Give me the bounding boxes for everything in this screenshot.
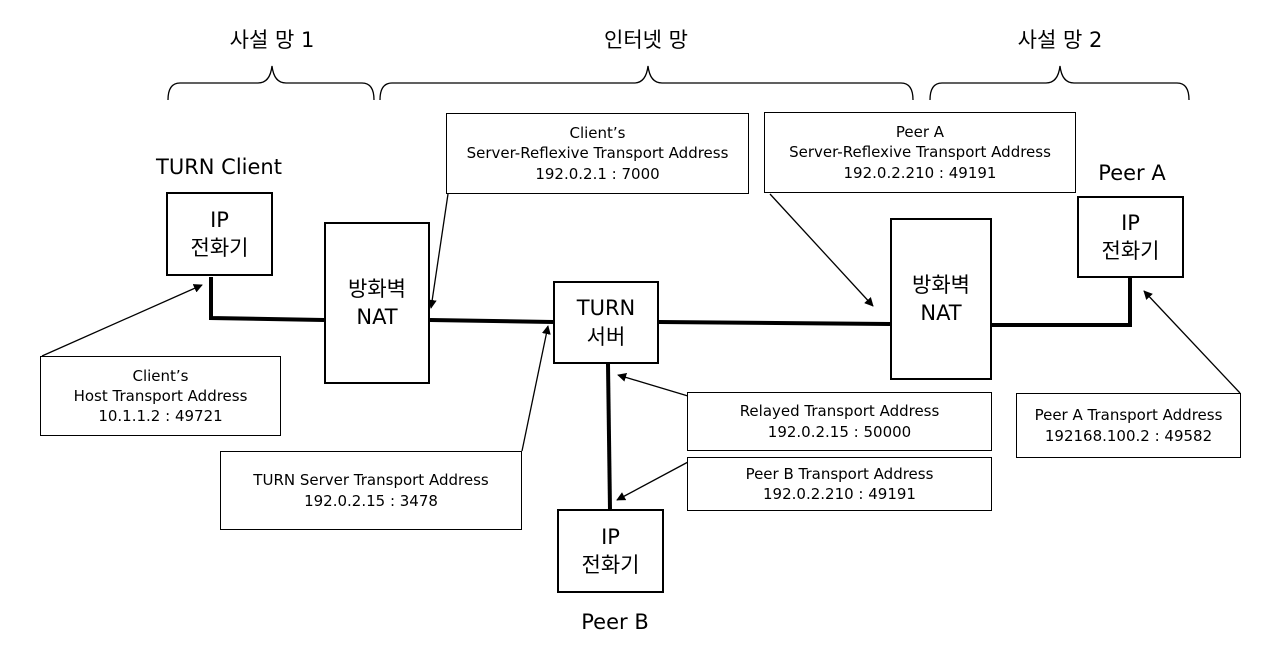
address-line-1: Client’s [132, 366, 189, 385]
turn-client-label: TURN Client [156, 155, 282, 179]
node-line-1: 방화벽 [348, 276, 406, 301]
region-label-internet: 인터넷 망 [604, 28, 688, 52]
address-line-1: Peer A [895, 123, 945, 142]
address-line-2: Host Transport Address [73, 386, 248, 405]
region-label-private-1: 사설 망 1 [229, 28, 315, 52]
node-line-2: NAT [920, 301, 962, 325]
address-line-1: Client’s [569, 124, 626, 143]
address-line-2: Server-Reflexive Transport Address [466, 144, 729, 163]
arrow-peer-a-address [1143, 290, 1241, 394]
node-line-2: 서버 [586, 324, 626, 349]
address-line-1: Peer B Transport Address [745, 464, 934, 483]
turn-server: TURN 서버 [553, 281, 659, 364]
turn-server-address-box: TURN Server Transport Address 192.0.2.15… [220, 451, 522, 530]
node-line-1: IP [601, 524, 620, 549]
address-line-1: TURN Server Transport Address [253, 471, 489, 490]
relayed-address-box: Relayed Transport Address 192.0.2.15 : 5… [687, 392, 992, 451]
link-turn-to-firewall-b [658, 320, 891, 326]
region-label-private-2: 사설 망 2 [1017, 28, 1103, 52]
link-client-to-firewall [209, 277, 325, 322]
arrow-client-srflx-address [427, 193, 449, 309]
address-line-3: 10.1.1.2 : 49721 [98, 407, 223, 426]
address-line-2: 192168.100.2 : 49582 [1044, 426, 1213, 445]
peer-a-address-box: Peer A Transport Address 192168.100.2 : … [1016, 393, 1241, 458]
node-line-2: 전화기 [581, 553, 640, 577]
node-line-1: IP [1121, 210, 1140, 235]
brace-internet [379, 65, 914, 101]
link-firewall-to-turn [429, 318, 554, 324]
peer-b-label: Peer B [581, 610, 649, 634]
address-line-1: Relayed Transport Address [739, 402, 940, 421]
node-line-1: 방화벽 [912, 272, 970, 297]
client-server-reflexive-address-box: Client’s Server-Reflexive Transport Addr… [446, 113, 749, 194]
firewall-nat-right: 방화벽 NAT [890, 218, 992, 380]
link-turn-to-peer-b [606, 363, 612, 511]
address-line-2: 192.0.2.210 : 49191 [763, 485, 916, 503]
address-line-3: 192.0.2.1 : 7000 [535, 164, 660, 183]
node-line-2: 전화기 [1101, 239, 1160, 263]
node-line-1: TURN [576, 296, 636, 321]
arrow-turn-server-address [521, 325, 551, 452]
arrow-peer-b-address [616, 461, 689, 501]
peer-a-ip-phone: IP 전화기 [1077, 196, 1184, 278]
address-line-2: Server-Reflexive Transport Address [789, 143, 1051, 162]
address-line-1: Peer A Transport Address [1034, 406, 1223, 425]
arrow-peer-a-srflx-address [769, 193, 874, 307]
node-line-2: NAT [356, 305, 398, 329]
address-line-2: 192.0.2.15 : 3478 [304, 491, 438, 510]
peer-a-label: Peer A [1098, 161, 1166, 185]
arrow-relayed-address [617, 373, 689, 397]
arrow-client-host-address [41, 284, 203, 357]
client-ip-phone: IP 전화기 [166, 192, 273, 276]
address-line-2: 192.0.2.15 : 50000 [767, 422, 912, 441]
brace-private-network-2 [929, 65, 1190, 101]
client-host-address-box: Client’s Host Transport Address 10.1.1.2… [40, 356, 281, 436]
peer-b-ip-phone: IP 전화기 [557, 509, 664, 593]
address-line-3: 192.0.2.210 : 49191 [843, 163, 997, 182]
node-line-2: 전화기 [190, 236, 249, 260]
brace-private-network-1 [167, 65, 375, 101]
peer-b-address-box: Peer B Transport Address 192.0.2.210 : 4… [687, 457, 992, 511]
link-firewall-b-to-peer-a [992, 278, 1132, 327]
peer-a-server-reflexive-address-box: Peer A Server-Reflexive Transport Addres… [764, 112, 1076, 193]
node-line-1: IP [210, 207, 229, 232]
firewall-nat-left: 방화벽 NAT [324, 222, 430, 384]
